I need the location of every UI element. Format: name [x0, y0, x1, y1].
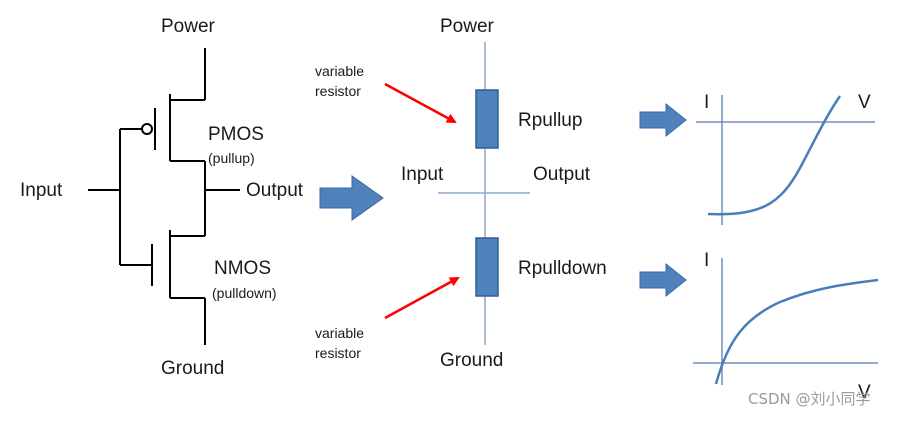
pullup-iv-graph [696, 95, 875, 225]
block-arrow-top-icon [639, 102, 687, 138]
block-arrow-bottom-icon [639, 262, 687, 298]
top-graph-i-label: I [704, 92, 709, 113]
red-arrow-top [384, 82, 457, 124]
middle-input-label: Input [401, 164, 444, 185]
pmos-label: PMOS [208, 124, 264, 145]
top-graph-v-label: V [858, 92, 871, 113]
resistor-model [384, 42, 530, 345]
middle-output-label: Output [533, 164, 591, 185]
left-power-label: Power [161, 16, 216, 37]
variable-resistor-bottom-line2: resistor [315, 345, 361, 361]
middle-ground-label: Ground [440, 350, 503, 371]
variable-resistor-top-line2: resistor [315, 83, 361, 99]
bottom-graph-i-label: I [704, 250, 709, 271]
rpulldown-label: Rpulldown [518, 258, 607, 279]
pmos-sublabel: (pullup) [208, 150, 255, 166]
pmos-bubble [141, 123, 153, 135]
left-ground-label: Ground [161, 358, 224, 379]
rpulldown-resistor [475, 237, 499, 297]
bottom-graph-v-label: V [858, 382, 871, 403]
rpullup-resistor [475, 89, 499, 149]
left-input-label: Input [20, 180, 63, 201]
left-output-label: Output [246, 180, 304, 201]
red-arrow-bottom [384, 276, 460, 320]
nmos-sublabel: (pulldown) [212, 285, 277, 301]
pulldown-iv-graph [693, 258, 879, 385]
middle-power-label: Power [440, 16, 495, 37]
cmos-inverter-schematic [88, 48, 240, 345]
variable-resistor-top-line1: variable [315, 63, 364, 79]
nmos-label: NMOS [214, 258, 271, 279]
variable-resistor-bottom-line1: variable [315, 325, 364, 341]
block-arrow-right-icon [319, 175, 384, 221]
rpullup-label: Rpullup [518, 110, 582, 131]
csdn-watermark: CSDN @刘小同学 [748, 390, 871, 408]
pullup-iv-curve [707, 95, 842, 216]
pulldown-iv-curve [714, 278, 879, 385]
